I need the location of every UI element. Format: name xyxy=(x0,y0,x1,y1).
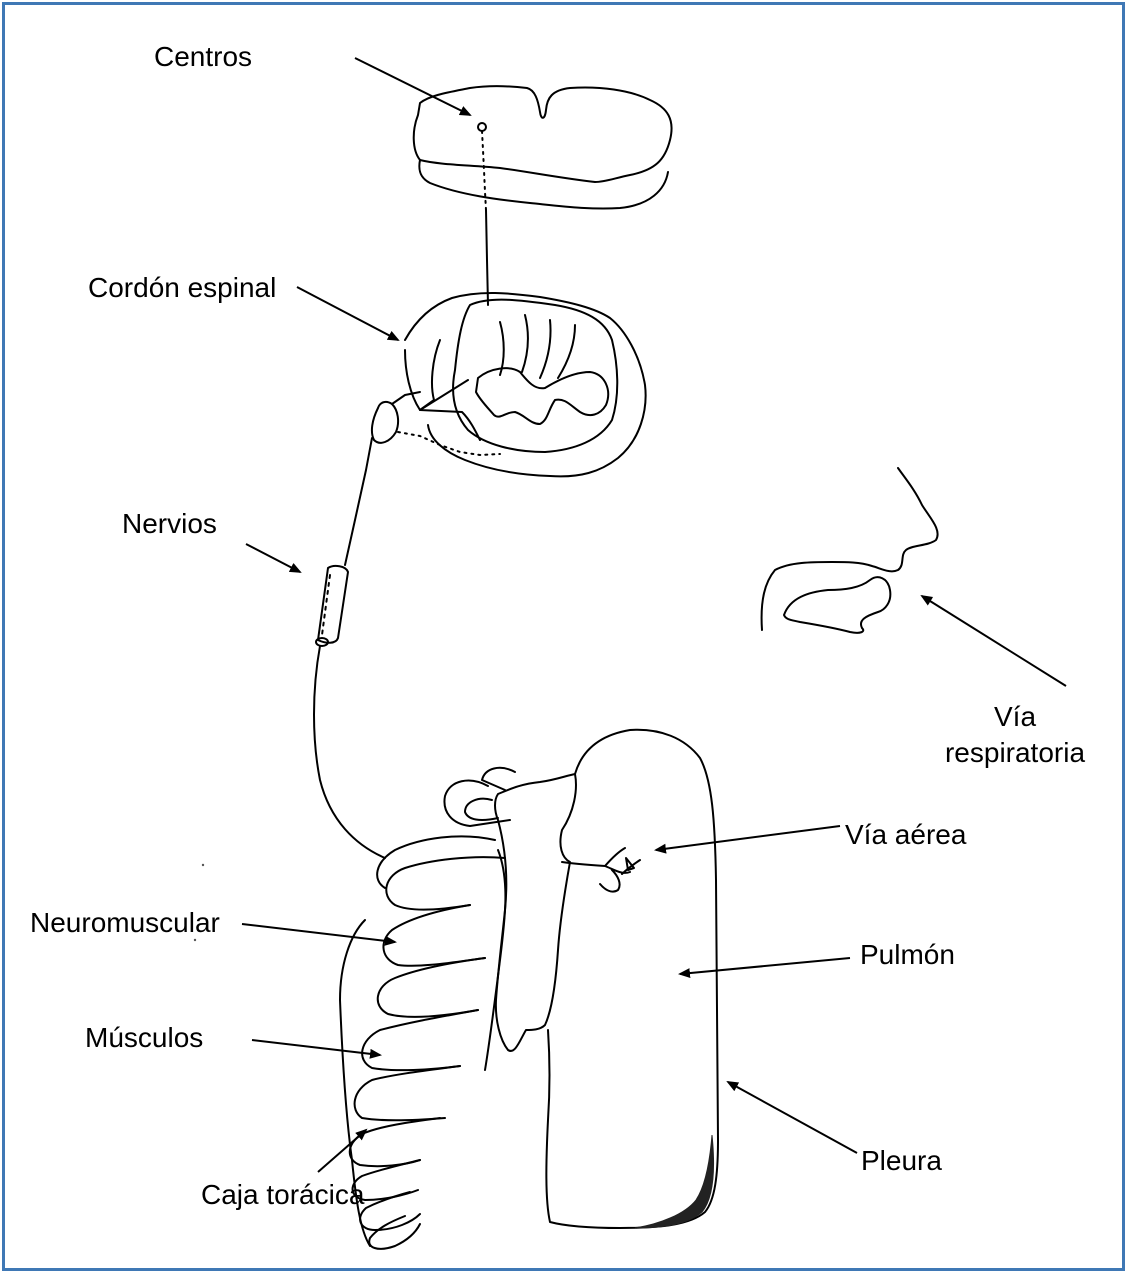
face-profile-drawing xyxy=(762,468,938,633)
nerve-drawing xyxy=(314,566,385,858)
label-pleura: Pleura xyxy=(861,1144,942,1178)
label-nervios: Nervios xyxy=(122,507,217,541)
label-via-aerea: Vía aérea xyxy=(845,818,966,852)
lung-drawing xyxy=(546,730,718,1228)
arrow-centros xyxy=(355,58,470,115)
stray-mark xyxy=(202,864,204,866)
label-pulmon: Pulmón xyxy=(860,938,955,972)
label-via-respiratoria-line2: respiratoria xyxy=(940,736,1090,770)
arrow-cordon xyxy=(297,287,398,340)
arrow-pulmon xyxy=(680,958,850,974)
arrow-caja xyxy=(318,1130,366,1172)
arrow-nervios xyxy=(246,544,300,572)
label-caja-toracica: Caja torácica xyxy=(201,1178,364,1212)
medulla-drawing xyxy=(414,86,672,305)
label-musculos: Músculos xyxy=(85,1021,203,1055)
arrow-pleura xyxy=(728,1082,857,1153)
arrow-musculos xyxy=(252,1040,380,1055)
label-cordon-espinal: Cordón espinal xyxy=(88,271,276,305)
rib-cage-drawing xyxy=(340,768,515,1249)
spinal-cord-drawing xyxy=(345,293,646,565)
arrow-via-respiratoria xyxy=(922,596,1066,686)
arrow-via-aerea xyxy=(656,826,840,850)
label-centros: Centros xyxy=(154,40,252,74)
label-via-respiratoria-line1: Vía xyxy=(940,700,1090,734)
label-neuromuscular: Neuromuscular xyxy=(30,906,220,940)
arrow-neuromuscular xyxy=(242,924,395,942)
sternum-drawing xyxy=(495,774,576,1051)
